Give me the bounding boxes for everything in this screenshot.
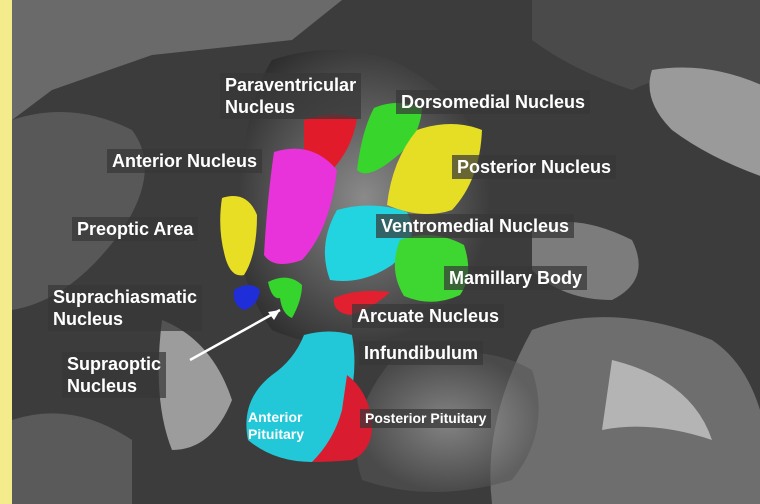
- label-line: Nucleus: [67, 375, 161, 397]
- label-line: Pituitary: [248, 426, 304, 443]
- label-line: Supraoptic: [67, 353, 161, 375]
- label-preoptic-area: Preoptic Area: [72, 217, 198, 241]
- label-line: Anterior: [248, 409, 304, 426]
- label-line: Nucleus: [53, 308, 197, 330]
- label-anterior-pituitary: Anterior Pituitary: [248, 409, 304, 443]
- label-anterior-nucleus: Anterior Nucleus: [107, 149, 262, 173]
- label-ventromedial-nucleus: Ventromedial Nucleus: [376, 214, 574, 238]
- label-mamillary-body: Mamillary Body: [444, 266, 587, 290]
- label-posterior-nucleus: Posterior Nucleus: [452, 155, 616, 179]
- label-suprachiasmatic-nucleus: Suprachiasmatic Nucleus: [48, 285, 202, 331]
- label-line: Nucleus: [225, 96, 356, 118]
- label-infundibulum: Infundibulum: [359, 341, 483, 365]
- label-line: Suprachiasmatic: [53, 286, 197, 308]
- label-line: Paraventricular: [225, 74, 356, 96]
- label-paraventricular-nucleus: Paraventricular Nucleus: [220, 73, 361, 119]
- label-dorsomedial-nucleus: Dorsomedial Nucleus: [396, 90, 590, 114]
- brain-mri-image: [12, 0, 760, 504]
- label-supraoptic-nucleus: Supraoptic Nucleus: [62, 352, 166, 398]
- label-arcuate-nucleus: Arcuate Nucleus: [352, 304, 504, 328]
- label-posterior-pituitary: Posterior Pituitary: [360, 409, 491, 428]
